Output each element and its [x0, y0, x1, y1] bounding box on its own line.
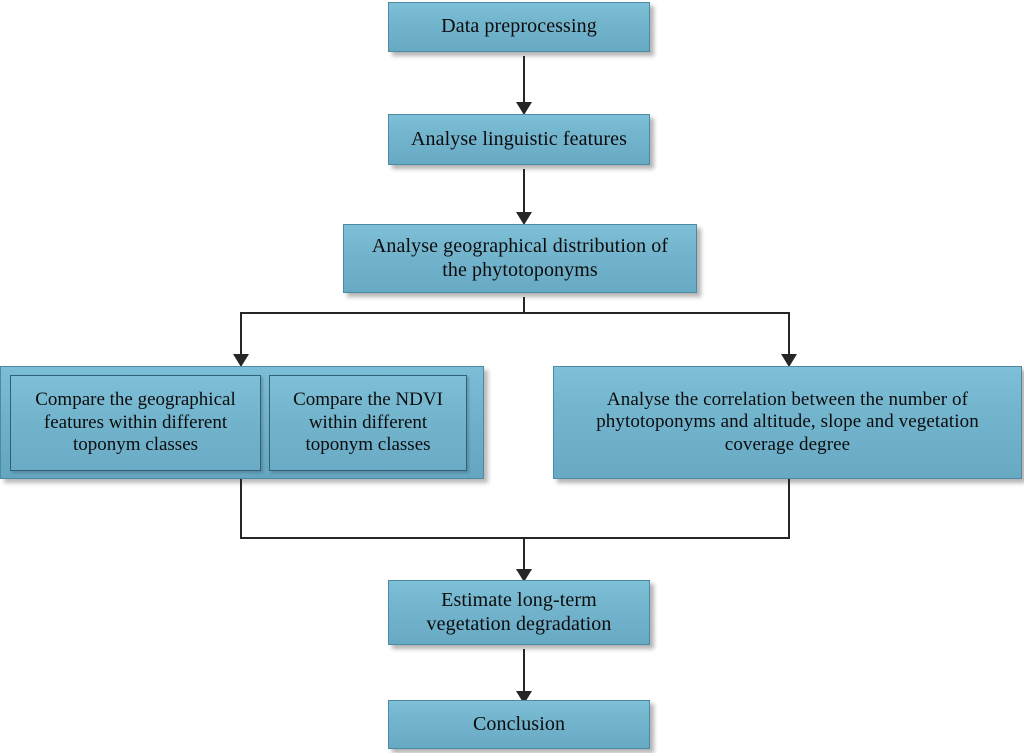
arrowhead-preprocessing-to-linguistic	[516, 102, 532, 115]
connector-merge-to-estimate	[523, 537, 525, 573]
node-analyse-geographic[interactable]: Analyse geographical distribution of the…	[343, 224, 697, 293]
node-analyse-linguistic[interactable]: Analyse linguistic features	[388, 114, 650, 165]
arrowhead-merge-to-estimate	[516, 569, 532, 582]
node-compare-geographical-features-label: Compare the geographical features within…	[35, 389, 236, 456]
node-compare-ndvi[interactable]: Compare the NDVI within different topony…	[269, 375, 467, 471]
node-data-preprocessing-label: Data preprocessing	[441, 15, 597, 38]
connector-geographic-split-stem	[523, 297, 525, 314]
compare-group-container: Compare the geographical features within…	[0, 366, 484, 479]
connector-estimate-to-conclusion	[523, 649, 525, 695]
arrowhead-linguistic-to-geographic	[516, 212, 532, 225]
node-compare-ndvi-label: Compare the NDVI within different topony…	[293, 389, 443, 456]
node-compare-geographical-features[interactable]: Compare the geographical features within…	[10, 375, 261, 471]
arrowhead-geographic-to-compare-group	[233, 354, 249, 367]
connector-correlation-merge-down	[788, 479, 790, 539]
node-conclusion-label: Conclusion	[472, 712, 566, 735]
connector-geographic-split-bar	[240, 312, 790, 314]
arrowhead-geographic-to-correlation	[781, 354, 797, 367]
connector-compare-group-merge-down	[240, 479, 242, 539]
node-analyse-geographic-label: Analyse geographical distribution of the…	[371, 234, 669, 281]
node-analyse-linguistic-label: Analyse linguistic features	[411, 127, 627, 150]
node-analyse-correlation[interactable]: Analyse the correlation between the numb…	[553, 366, 1022, 479]
connector-geographic-to-correlation	[788, 312, 790, 360]
node-estimate-degradation[interactable]: Estimate long-term vegetation degradatio…	[388, 580, 650, 645]
connector-linguistic-to-geographic	[523, 169, 525, 216]
connector-geographic-to-compare-group	[240, 312, 242, 360]
connector-merge-bar	[240, 537, 790, 539]
node-analyse-correlation-label: Analyse the correlation between the numb…	[596, 388, 979, 455]
node-estimate-degradation-label: Estimate long-term vegetation degradatio…	[426, 588, 612, 635]
connector-preprocessing-to-linguistic	[523, 56, 525, 106]
node-data-preprocessing[interactable]: Data preprocessing	[388, 2, 650, 52]
node-conclusion[interactable]: Conclusion	[388, 700, 650, 749]
